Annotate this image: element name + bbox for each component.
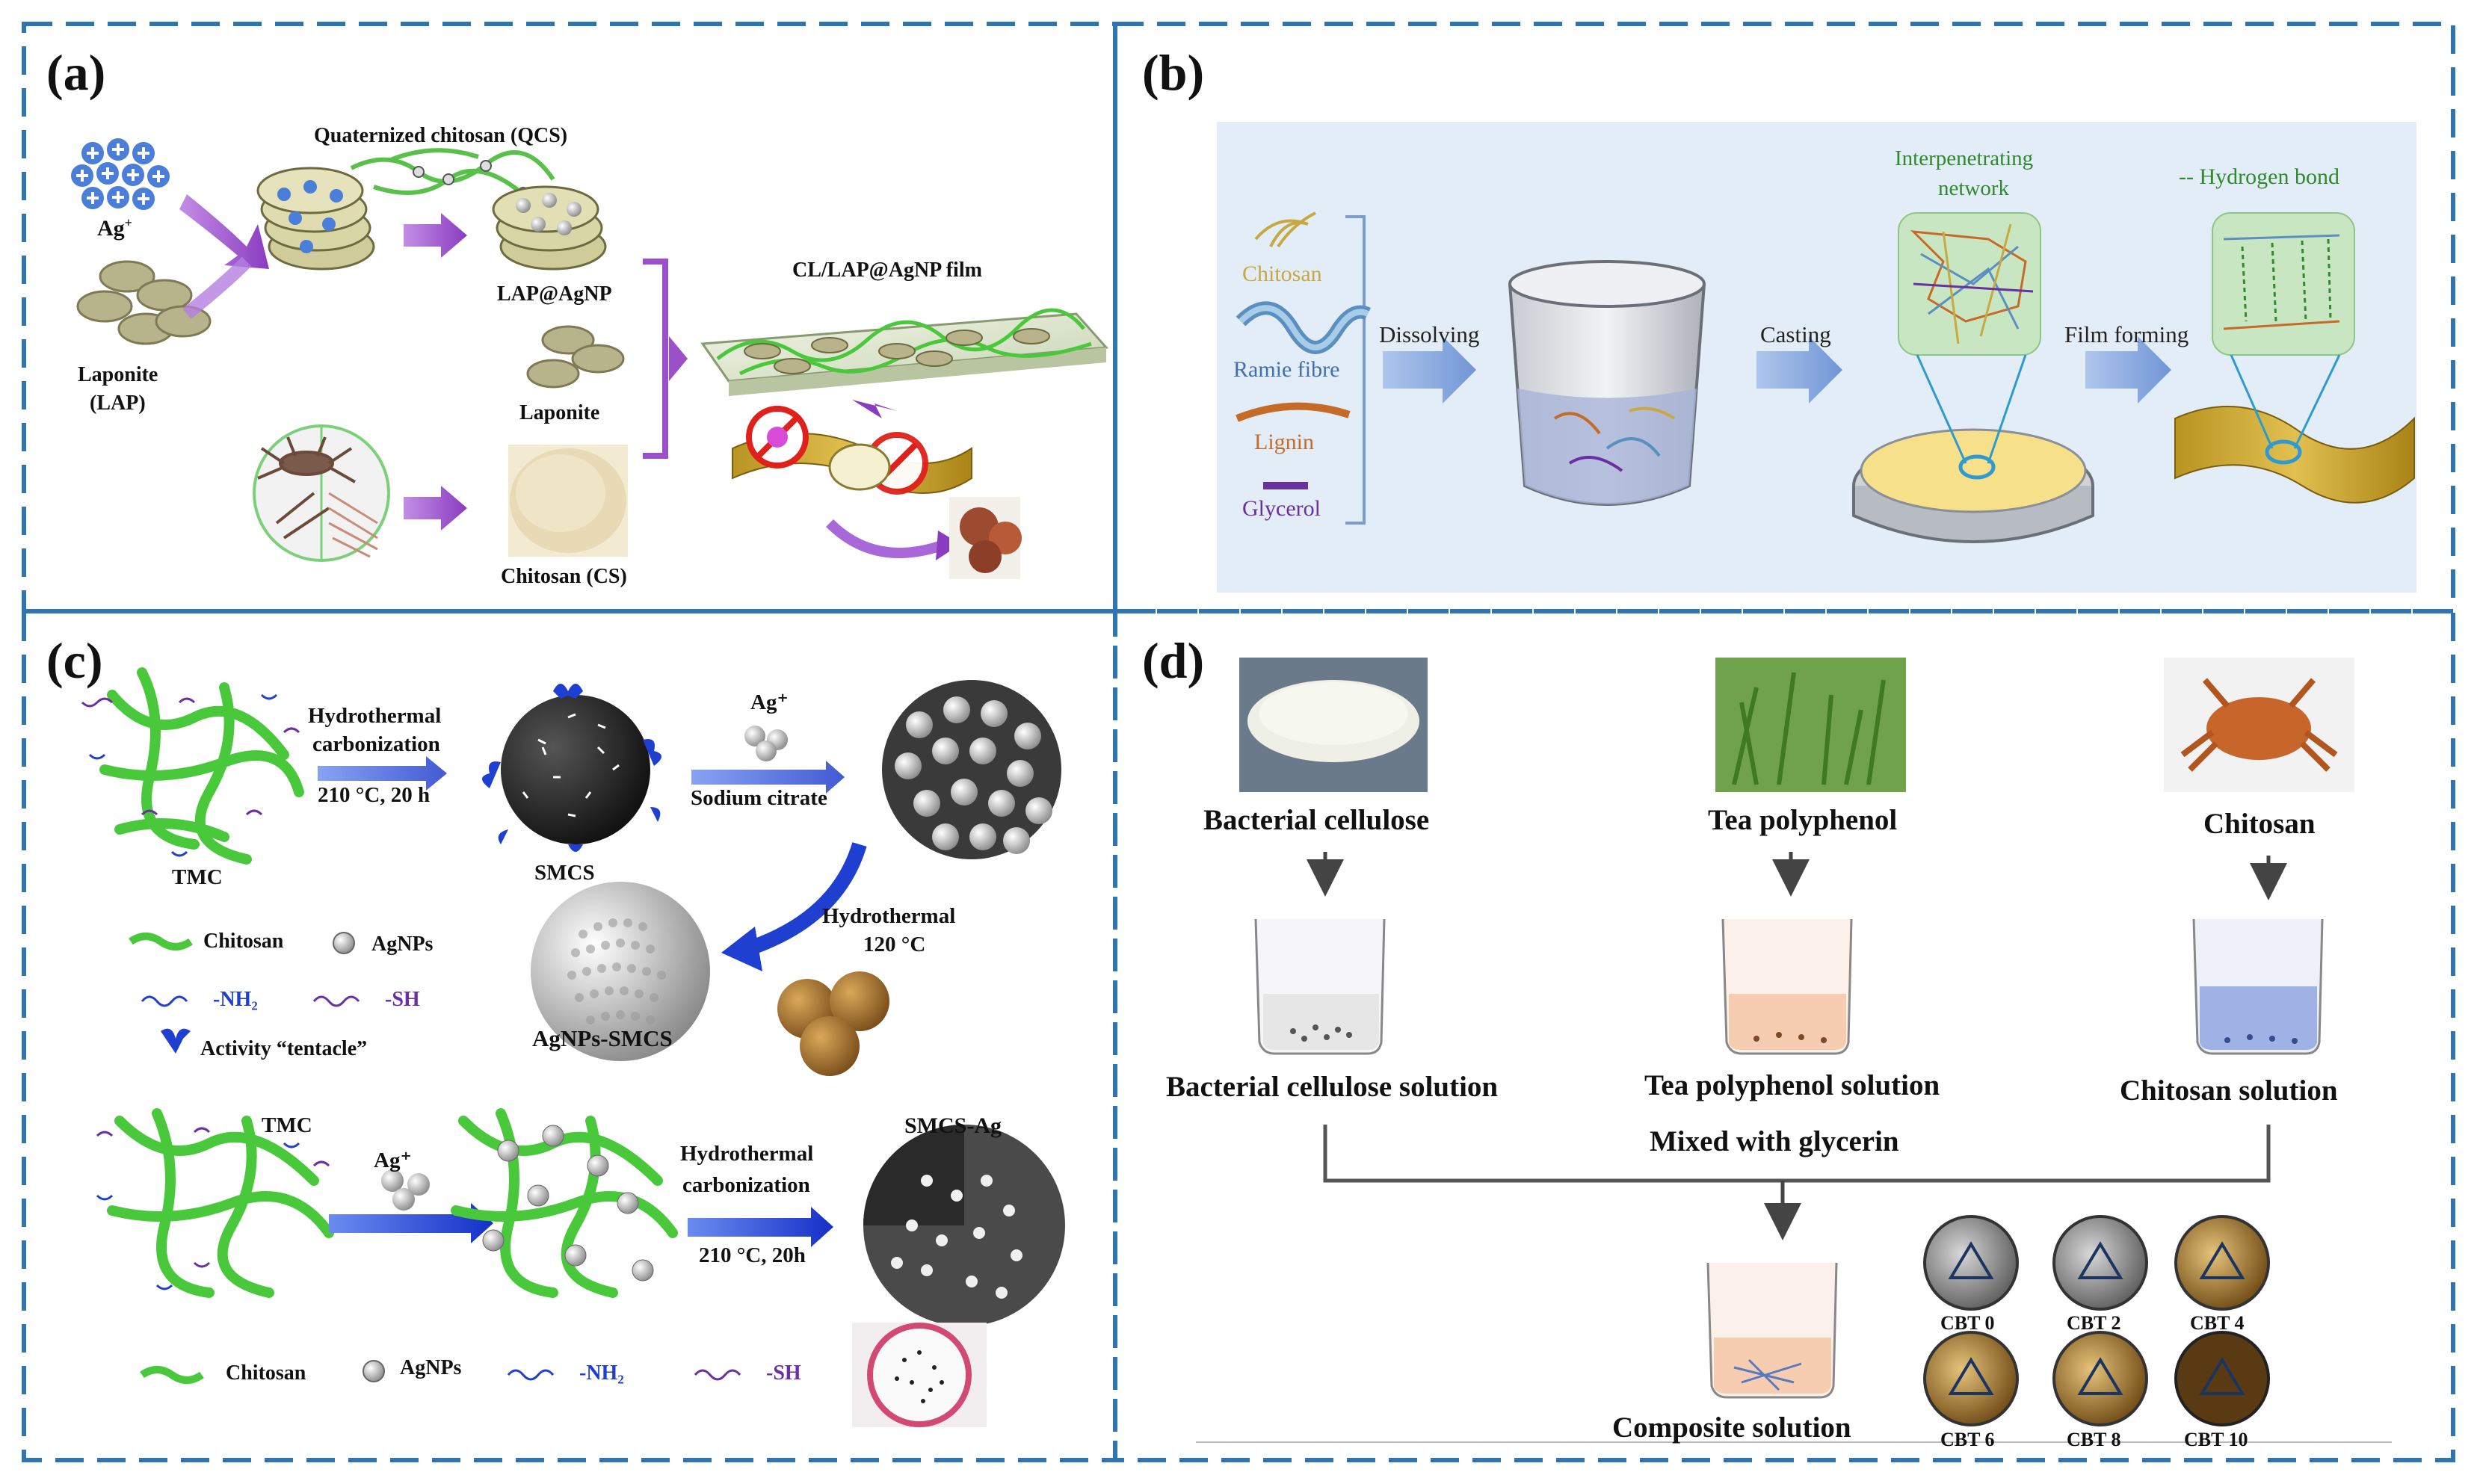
legend2-sh: -SH xyxy=(766,1361,801,1385)
tea-polyphenol-label: Tea polyphenol xyxy=(1708,804,1898,836)
casting-label: Casting xyxy=(1760,321,1831,347)
legend-tentacle: Activity “tentacle” xyxy=(200,1037,368,1060)
lap-agnp-label: LAP@AgNP xyxy=(497,282,612,306)
sodium-citrate-label: Sodium citrate xyxy=(691,786,827,810)
interpenetrating-label-1: Interpenetrating xyxy=(1895,146,2034,170)
laponite-lap-label-2: (LAP) xyxy=(90,392,146,415)
panel-b-artwork xyxy=(1217,122,2416,593)
film-forming-label: Film forming xyxy=(2064,321,2189,347)
cbt-label: CBT 10 xyxy=(2184,1429,2248,1450)
cbt-label: CBT 2 xyxy=(2067,1312,2121,1334)
panel-c-artwork xyxy=(81,667,1065,1427)
hydrogen-bond-label: -- Hydrogen bond xyxy=(2179,164,2339,189)
mixed-glycerin-label: Mixed with glycerin xyxy=(1650,1125,1899,1157)
film-label: CL/LAP@AgNP film xyxy=(792,259,982,282)
ag-label: Ag+ xyxy=(97,215,132,241)
hydrothermal-label: Hydrothermal xyxy=(822,904,956,928)
panel-d-label: (d) xyxy=(1142,632,1205,689)
panel-borders xyxy=(22,22,2455,1462)
legend2-nh2: -NH₂ xyxy=(579,1361,624,1385)
hydro-carb2-label-1: Hydrothermal xyxy=(680,1142,814,1166)
chitosan-cs-label: Chitosan (CS) xyxy=(501,565,627,588)
tmc-label-2: TMC xyxy=(262,1113,312,1137)
cbt-label: CBT 6 xyxy=(1940,1429,1995,1450)
panel-a-artwork xyxy=(70,137,1109,579)
hydro-carb-label-2: carbonization xyxy=(312,732,440,756)
laponite-label: Laponite xyxy=(519,401,600,424)
cbt-label: CBT 0 xyxy=(1940,1312,1995,1334)
glycerol-label: Glycerol xyxy=(1242,496,1321,521)
legend2-agnps: AgNPs xyxy=(400,1356,462,1379)
panel-d-artwork xyxy=(1196,658,2392,1443)
legend-agnps: AgNPs xyxy=(371,933,434,956)
panel-c-label: (c) xyxy=(46,632,103,689)
bc-solution-label: Bacterial cellulose solution xyxy=(1166,1071,1499,1103)
agnps-smcs-label: AgNPs-SMCS xyxy=(532,1025,673,1051)
chitosan-label-b: Chitosan xyxy=(1242,262,1322,286)
panel-a-label: (a) xyxy=(46,44,106,101)
ag-plus-label: Ag⁺ xyxy=(750,690,789,714)
legend-nh2: -NH₂ xyxy=(213,988,258,1011)
interpenetrating-label-2: network xyxy=(1938,176,2010,200)
hydro-carb-label-1: Hydrothermal xyxy=(308,704,442,728)
laponite-lap-label-1: Laponite xyxy=(78,363,158,386)
dissolving-label: Dissolving xyxy=(1379,321,1480,347)
qcs-label: Quaternized chitosan (QCS) xyxy=(314,124,568,147)
chitosan-label-d: Chitosan xyxy=(2203,808,2316,840)
smcs-ag-label: SMCS-Ag xyxy=(904,1113,1002,1138)
temp-120-label: 120 °C xyxy=(863,933,926,956)
legend2-chitosan: Chitosan xyxy=(226,1361,306,1385)
tmc-label: TMC xyxy=(172,865,223,889)
smcs-label: SMCS xyxy=(534,861,595,885)
cs-solution-label: Chitosan solution xyxy=(2120,1075,2338,1107)
ramie-label: Ramie fibre xyxy=(1233,357,1340,382)
panel-b-label: (b) xyxy=(1142,44,1205,101)
hydro-carb2-label-2: carbonization xyxy=(682,1173,810,1197)
lignin-label: Lignin xyxy=(1254,430,1314,454)
legend-sh: -SH xyxy=(385,988,420,1011)
composite-solution-label: Composite solution xyxy=(1612,1412,1851,1444)
ag-plus-label-2: Ag⁺ xyxy=(374,1148,412,1172)
cbt-label: CBT 4 xyxy=(2190,1312,2245,1334)
condition-label-2: 210 °C, 20h xyxy=(699,1243,806,1267)
condition-label-1: 210 °C, 20 h xyxy=(318,783,431,807)
legend-chitosan: Chitosan xyxy=(203,930,284,953)
bacterial-cellulose-label: Bacterial cellulose xyxy=(1203,804,1430,836)
tp-solution-label: Tea polyphenol solution xyxy=(1644,1069,1940,1101)
cbt-label: CBT 8 xyxy=(2067,1429,2121,1450)
